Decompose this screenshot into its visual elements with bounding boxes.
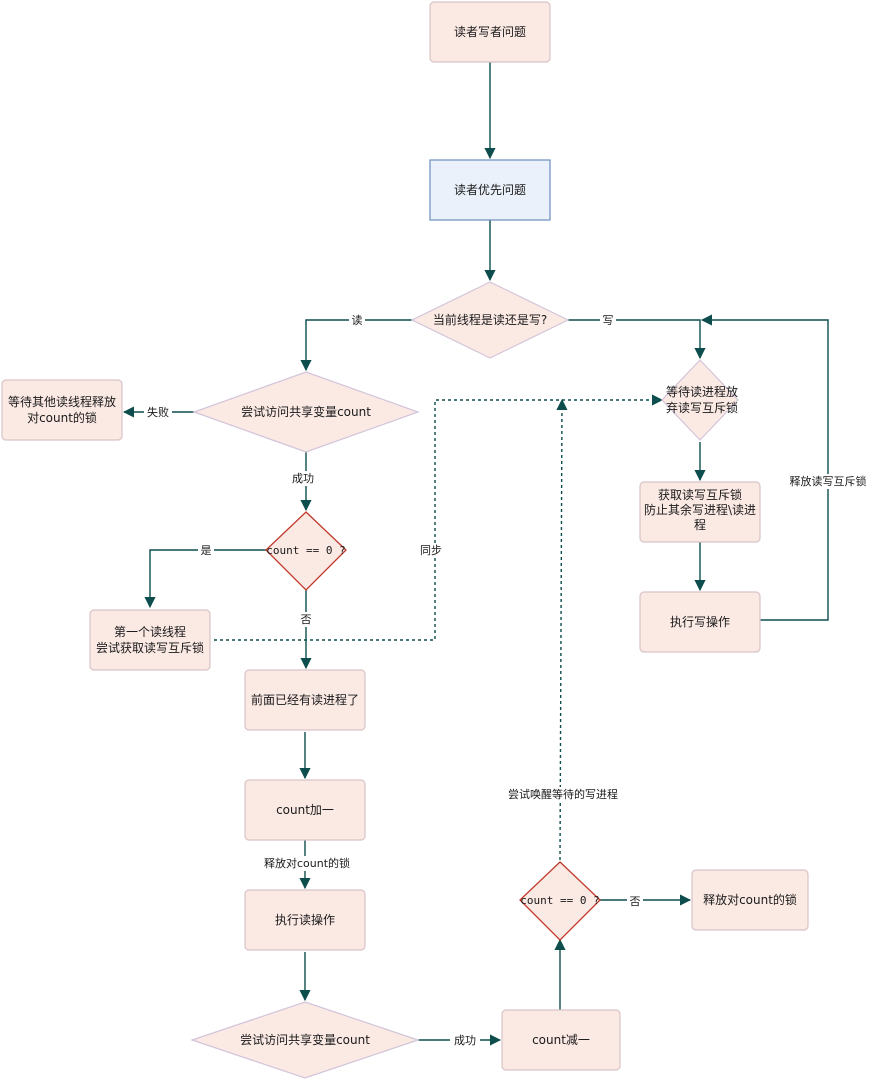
node-try-access-2: 尝试访问共享变量count xyxy=(190,1001,420,1079)
node-get-mutex-line-1: 获取读写互斥锁 xyxy=(658,487,742,502)
node-first-reader-line-2: 尝试获取读写互斥锁 xyxy=(96,640,204,655)
node-get-mutex-line-2: 防止其余写进程\读进 xyxy=(644,502,756,517)
edge-label-success-2: 成功 xyxy=(454,1034,476,1047)
edge-label-success-1: 成功 xyxy=(292,472,314,485)
node-first-reader: 第一个读线程 尝试获取读写互斥锁 xyxy=(89,609,211,671)
edge-label-release-count-lock: 释放对count的锁 xyxy=(264,856,350,870)
node-decision-rw-text: 当前线程是读还是写? xyxy=(433,312,547,327)
node-try-access-1-text: 尝试访问共享变量count xyxy=(241,404,371,419)
node-title: 读者写者问题 xyxy=(429,1,551,63)
edge-release-rw xyxy=(700,314,829,621)
node-try-access-1: 尝试访问共享变量count xyxy=(192,371,420,453)
edge-wake-writer xyxy=(556,398,568,861)
edge-label-no-2: 否 xyxy=(630,895,641,908)
node-do-read: 执行读操作 xyxy=(244,889,366,951)
edge-label-fail: 失败 xyxy=(147,405,169,419)
node-wait-reader-release-line-1: 等待读进程放 xyxy=(666,384,738,399)
node-count-dec: count减一 xyxy=(501,1009,621,1071)
node-wait-release-line-2: 对count的锁 xyxy=(27,410,97,425)
node-wait-reader-release: 等待读进程放 弃读写互斥锁 xyxy=(661,359,739,441)
node-count-zero-1-text: count == 0 ? xyxy=(266,544,345,557)
node-do-write: 执行写操作 xyxy=(639,591,761,653)
node-wait-release: 等待其他读线程释放 对count的锁 xyxy=(1,379,123,441)
node-already-reading: 前面已经有读进程了 xyxy=(244,669,366,731)
edge-labels: 读 写 失败 成功 是 否 同步 释放对count的锁 成功 否 尝试唤醒等待的… xyxy=(144,312,867,1048)
node-already-reading-text: 前面已经有读进程了 xyxy=(251,692,359,707)
node-count-inc: count加一 xyxy=(244,779,366,841)
edge-label-release-rw-lock: 释放读写互斥锁 xyxy=(790,474,867,488)
node-reader-priority-text: 读者优先问题 xyxy=(454,183,526,197)
edge-label-sync: 同步 xyxy=(420,544,442,557)
node-decision-rw: 当前线程是读还是写? xyxy=(410,281,570,359)
node-count-inc-text: count加一 xyxy=(276,803,334,817)
edge-label-no-1: 否 xyxy=(301,613,312,626)
node-do-read-text: 执行读操作 xyxy=(275,912,335,927)
node-get-mutex: 获取读写互斥锁 防止其余写进程\读进 程 xyxy=(639,481,761,543)
node-count-zero-1: count == 0 ? xyxy=(265,511,347,591)
node-count-zero-2-text: count == 0 ? xyxy=(520,894,599,907)
node-count-dec-text: count减一 xyxy=(532,1033,590,1047)
edge-label-write: 写 xyxy=(603,314,614,327)
edge-write-branch xyxy=(568,319,706,360)
node-wait-reader-release-line-2: 弃读写互斥锁 xyxy=(666,400,738,415)
edge-label-wake-writer: 尝试唤醒等待的写进程 xyxy=(508,787,618,801)
node-reader-priority: 读者优先问题 xyxy=(429,159,551,221)
edges xyxy=(122,62,829,1046)
node-release-count: 释放对count的锁 xyxy=(691,869,809,931)
node-first-reader-line-1: 第一个读线程 xyxy=(114,624,186,639)
node-try-access-2-text: 尝试访问共享变量count xyxy=(240,1032,370,1047)
node-release-count-text: 释放对count的锁 xyxy=(703,892,797,907)
edge-read-branch xyxy=(300,319,412,372)
edge-label-yes: 是 xyxy=(201,544,212,557)
edge-sync xyxy=(214,394,664,641)
edge-yes xyxy=(144,549,266,609)
edge-label-read: 读 xyxy=(352,313,363,327)
node-get-mutex-line-3: 程 xyxy=(694,517,706,532)
node-title-text: 读者写者问题 xyxy=(454,25,526,39)
node-count-zero-2: count == 0 ? xyxy=(519,861,601,941)
node-do-write-text: 执行写操作 xyxy=(670,614,730,629)
node-wait-release-line-1: 等待其他读线程释放 xyxy=(8,394,116,409)
